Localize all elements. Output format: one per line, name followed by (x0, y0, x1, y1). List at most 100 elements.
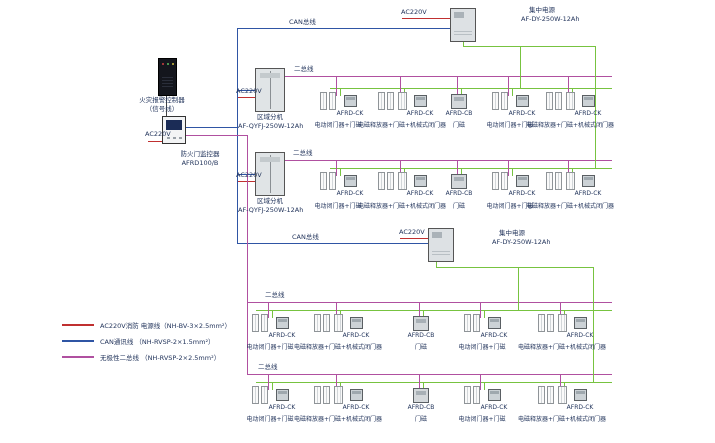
can-bus-label-mid: CAN总线 (292, 233, 319, 241)
device-desc-label: 电磁释放器+门磁+机械式闭门器 (525, 122, 615, 129)
can-bus-line (237, 90, 255, 91)
region-cabinet-2-name: 区域分机 (257, 197, 283, 205)
two-wire-drop-line (568, 76, 569, 96)
two-wire-drop-line (336, 76, 337, 96)
two-wire-line (247, 374, 612, 375)
door-magnet-box (413, 316, 429, 331)
region-cabinet-1-name: 区域分机 (257, 113, 283, 121)
legend-item-can: CAN通讯线 （NH-RVSP-2×1.5mm²） (62, 333, 231, 349)
device-desc-label: 电动闭门器+门磁 (486, 203, 534, 210)
power-line (238, 181, 255, 182)
device-desc-label: 门磁 (452, 122, 466, 129)
monitor-module-box (516, 175, 529, 187)
two-wire-drop-line (419, 302, 420, 318)
door-leaf-icon (473, 314, 480, 332)
door-leaf-icon (464, 386, 471, 404)
module-label: AFRD-CK (268, 332, 296, 339)
two-wire-label-row2: 二总线 (293, 149, 313, 157)
monitor-module-box (276, 389, 289, 401)
power-line (238, 97, 255, 98)
led-icon (172, 63, 174, 65)
module-label: AFRD-CK (336, 190, 364, 197)
dc-power-line (593, 267, 594, 382)
can-bus-label-top: CAN总线 (289, 18, 316, 26)
device-desc-label: 电磁释放器+门磁+机械式闭门器 (525, 203, 615, 210)
central-power-mid-name: 集中电源 (499, 229, 525, 237)
module-label: AFRD-CK (480, 404, 508, 411)
dc-power-line (330, 168, 612, 169)
fire-door-monitor (162, 116, 186, 144)
dc-power-line (463, 42, 464, 46)
door-leaf-icon (501, 92, 508, 110)
dc-power-drop-line (484, 382, 485, 390)
monitor-module-box (582, 95, 595, 107)
door-leaf-icon (323, 314, 330, 332)
legend-item-power: AC220V消防 电源线（NH-BV-3×2.5mm²） (62, 317, 231, 333)
controller-label-line2: （信号线） (145, 105, 179, 113)
central-power-top-name: 集中电源 (529, 6, 555, 14)
controller-grille (162, 77, 173, 89)
monitor-module-box (350, 389, 363, 401)
monitor-power-label: AC220V (145, 130, 171, 138)
module-label: AFRD-CK (566, 332, 594, 339)
two-wire-drop-line (568, 160, 569, 176)
monitor-module-box (574, 317, 587, 329)
monitor-module-box (414, 95, 427, 107)
can-bus-line (186, 127, 237, 128)
dc-power-line (463, 46, 595, 47)
two-wire-drop-line (508, 76, 509, 96)
two-wire-drop-line (457, 160, 458, 176)
fire-alarm-controller (158, 58, 177, 96)
monitor-module-box (344, 175, 357, 187)
monitor-label-line2: AFRD100/B (181, 159, 219, 167)
device-desc-label: 门磁 (452, 203, 466, 210)
module-label: AFRD-CB (445, 110, 473, 117)
two-wire-label-row3: 二总线 (265, 291, 285, 299)
door-leaf-icon (320, 92, 327, 110)
door-leaf-icon (334, 314, 343, 332)
two-wire-trunk-line (247, 135, 248, 374)
door-magnet-box (451, 174, 467, 189)
monitor-key (179, 137, 182, 139)
device-desc-label: 电动闭门器+门磁 (246, 344, 294, 351)
door-leaf-icon (398, 172, 407, 190)
device-desc-label: 电动闭门器+门磁 (458, 416, 506, 423)
door-leaf-icon (464, 314, 471, 332)
two-wire-drop-line (480, 374, 481, 390)
dc-power-drop-line (423, 310, 424, 318)
two-wire-line (247, 302, 612, 303)
module-label: AFRD-CK (268, 404, 296, 411)
door-leaf-icon (546, 172, 553, 190)
module-label: AFRD-CK (406, 110, 434, 117)
central-power-top-power: AC220V (401, 8, 427, 16)
monitor-screen (166, 120, 182, 130)
legend-label-power: AC220V消防 电源线（NH-BV-3×2.5mm²） (100, 322, 232, 330)
monitor-module-box (516, 95, 529, 107)
region-cabinet-2 (255, 152, 285, 196)
led-icon (162, 63, 164, 65)
door-leaf-icon (555, 92, 562, 110)
device-desc-label: 电磁释放器+门磁+机械式闭门器 (293, 344, 383, 351)
monitor-module-box (276, 317, 289, 329)
legend-label-two-wire: 无极性二总线 （NH-RVSP-2×2.5mm²） (100, 354, 221, 362)
module-label: AFRD-CK (508, 110, 536, 117)
door-leaf-icon (566, 172, 575, 190)
door-leaf-icon (378, 92, 385, 110)
door-leaf-icon (261, 386, 268, 404)
two-wire-line (186, 135, 247, 136)
module-label: AFRD-CK (480, 332, 508, 339)
device-desc-label: 门磁 (414, 416, 428, 423)
central-power-mid (428, 228, 454, 262)
door-leaf-icon (547, 386, 554, 404)
dc-power-line (518, 267, 519, 310)
monitor-module-box (344, 95, 357, 107)
region-cabinet-1 (255, 68, 285, 112)
monitor-module-box (414, 175, 427, 187)
central-power-top (450, 8, 476, 42)
monitor-module-box (582, 175, 595, 187)
door-leaf-icon (261, 314, 268, 332)
central-power-mid-power: AC220V (399, 228, 425, 236)
region-cabinet-2-model: AF-QYFJ-250W-12Ah (238, 206, 304, 214)
door-leaf-icon (538, 386, 545, 404)
